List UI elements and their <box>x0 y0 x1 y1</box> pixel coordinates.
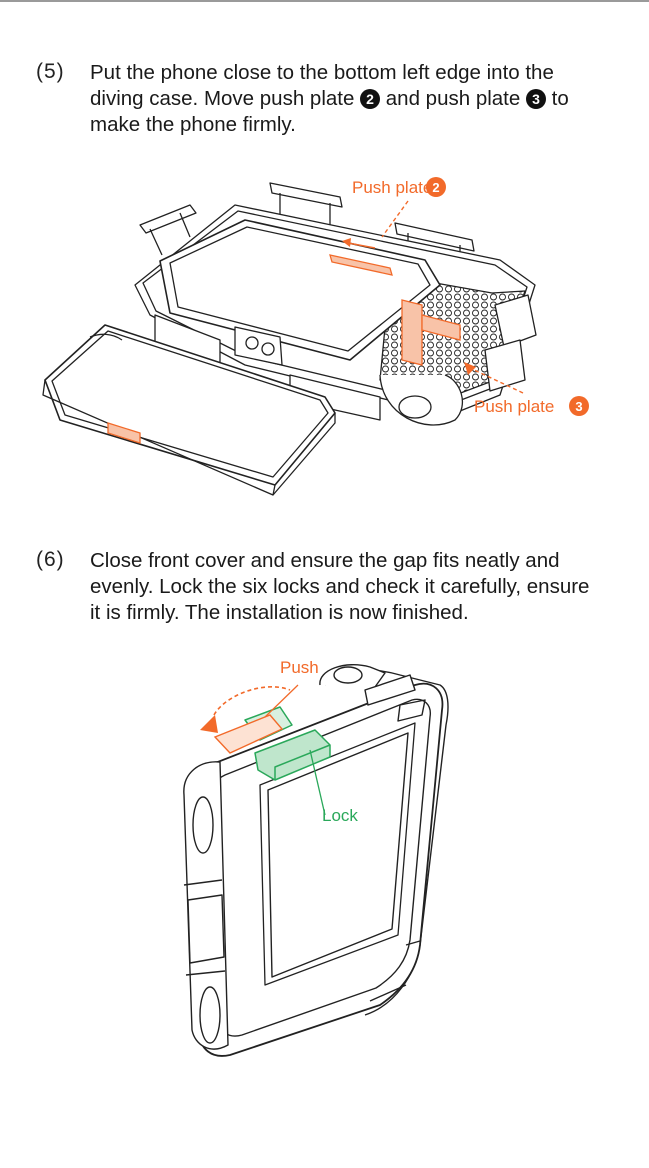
numbered-circle-2-icon: 2 <box>360 89 381 109</box>
plate-3-badge-number: 3 <box>575 399 582 414</box>
step-5-text-b: and push plate <box>380 87 526 110</box>
figure-phone-in-case: Push plate 2 Push plate 3 <box>42 177 589 496</box>
plate-3-badge-icon <box>569 396 589 416</box>
plate-2-badge-number: 2 <box>432 180 439 195</box>
plate-2-badge-icon <box>426 177 446 197</box>
step-5-text-c: to make the phone firmly. <box>90 87 569 136</box>
top-divider <box>0 0 649 2</box>
step-5-text-a: Put the phone close to the bottom left e… <box>90 61 554 110</box>
step-6-number: (6) <box>36 548 65 571</box>
step-5-number: (5) <box>36 60 65 83</box>
figure-closed-case-lock: Push Lock <box>183 658 449 1057</box>
label-push: Push <box>280 658 319 677</box>
step-5-text: Put the phone close to the bottom left e… <box>90 60 600 138</box>
numbered-circle-3-icon: 3 <box>525 89 546 109</box>
label-push-plate-2: Push plate <box>352 178 432 197</box>
label-push-plate-3: Push plate <box>474 397 554 416</box>
label-lock: Lock <box>322 806 358 825</box>
step-6-text: Close front cover and ensure the gap fit… <box>90 549 590 624</box>
